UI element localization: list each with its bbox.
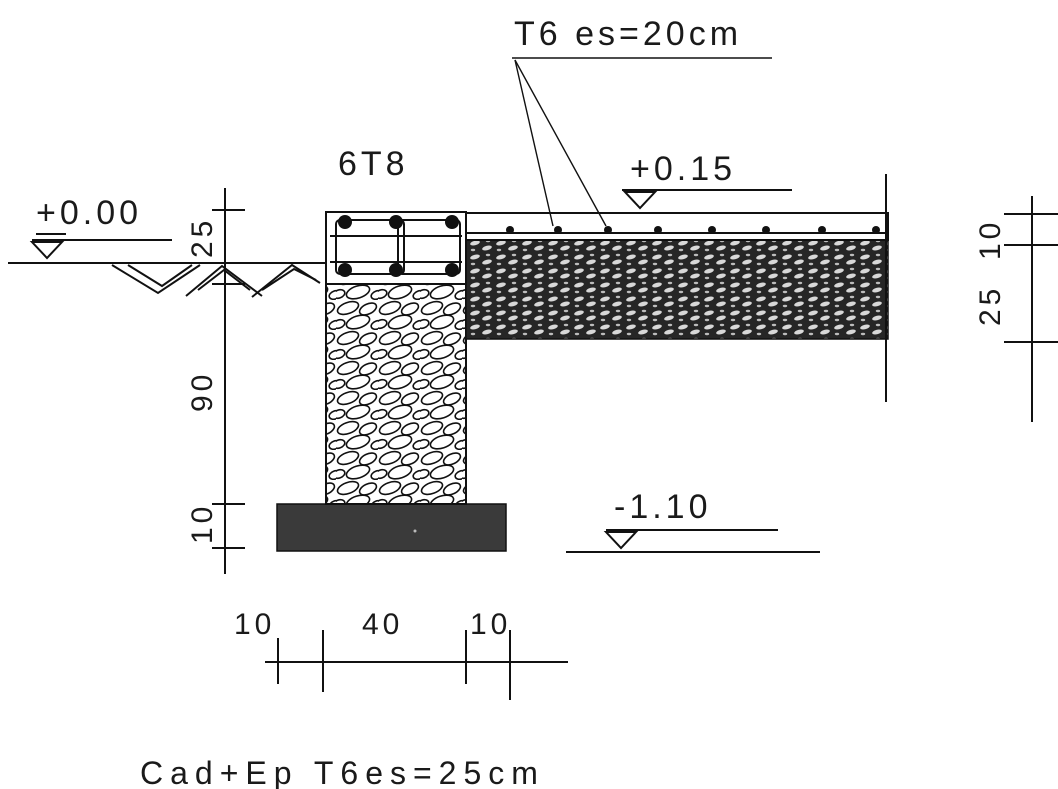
- dim-footing-height: 10: [186, 503, 219, 544]
- beam-bar: [338, 215, 352, 229]
- footing-concrete: [276, 503, 507, 552]
- dim-beam-height: 25: [186, 217, 219, 258]
- ground-line: [8, 262, 328, 298]
- bottom-note: Cad+Ep T6es=25cm: [140, 755, 545, 789]
- dim-slab-thickness: 10: [974, 219, 1007, 260]
- slab-rebar-leader: [512, 57, 772, 227]
- label-beam-rebar: 6T8: [338, 145, 409, 183]
- beam-bar: [445, 263, 459, 277]
- level-marker-ground: [29, 239, 172, 260]
- beam-bar: [338, 263, 352, 277]
- label-level-footing: -1.10: [614, 488, 712, 526]
- gravel-subbase: [465, 239, 889, 340]
- level-marker-slab: [622, 189, 792, 210]
- label-level-ground: +0.00: [36, 194, 142, 232]
- bottom-dimension-chain: [265, 630, 568, 700]
- stone-masonry-wall: [325, 283, 467, 505]
- label-slab-rebar: T6 es=20cm: [514, 15, 742, 53]
- ground-beam: [325, 211, 467, 285]
- dim-left-offset: 10: [234, 608, 275, 641]
- right-dimension-chain: [1004, 196, 1058, 422]
- dim-wall-width: 40: [362, 608, 403, 641]
- beam-bar: [445, 215, 459, 229]
- concrete-slab: [465, 212, 889, 241]
- beam-bar: [389, 263, 403, 277]
- dim-subbase-thickness: 25: [974, 285, 1007, 326]
- dim-right-offset: 10: [470, 608, 511, 641]
- beam-bar: [389, 215, 403, 229]
- left-dimension-chain: [212, 188, 245, 574]
- level-marker-footing: [566, 529, 820, 553]
- label-level-slab: +0.15: [630, 150, 736, 188]
- dim-wall-height: 90: [186, 371, 219, 412]
